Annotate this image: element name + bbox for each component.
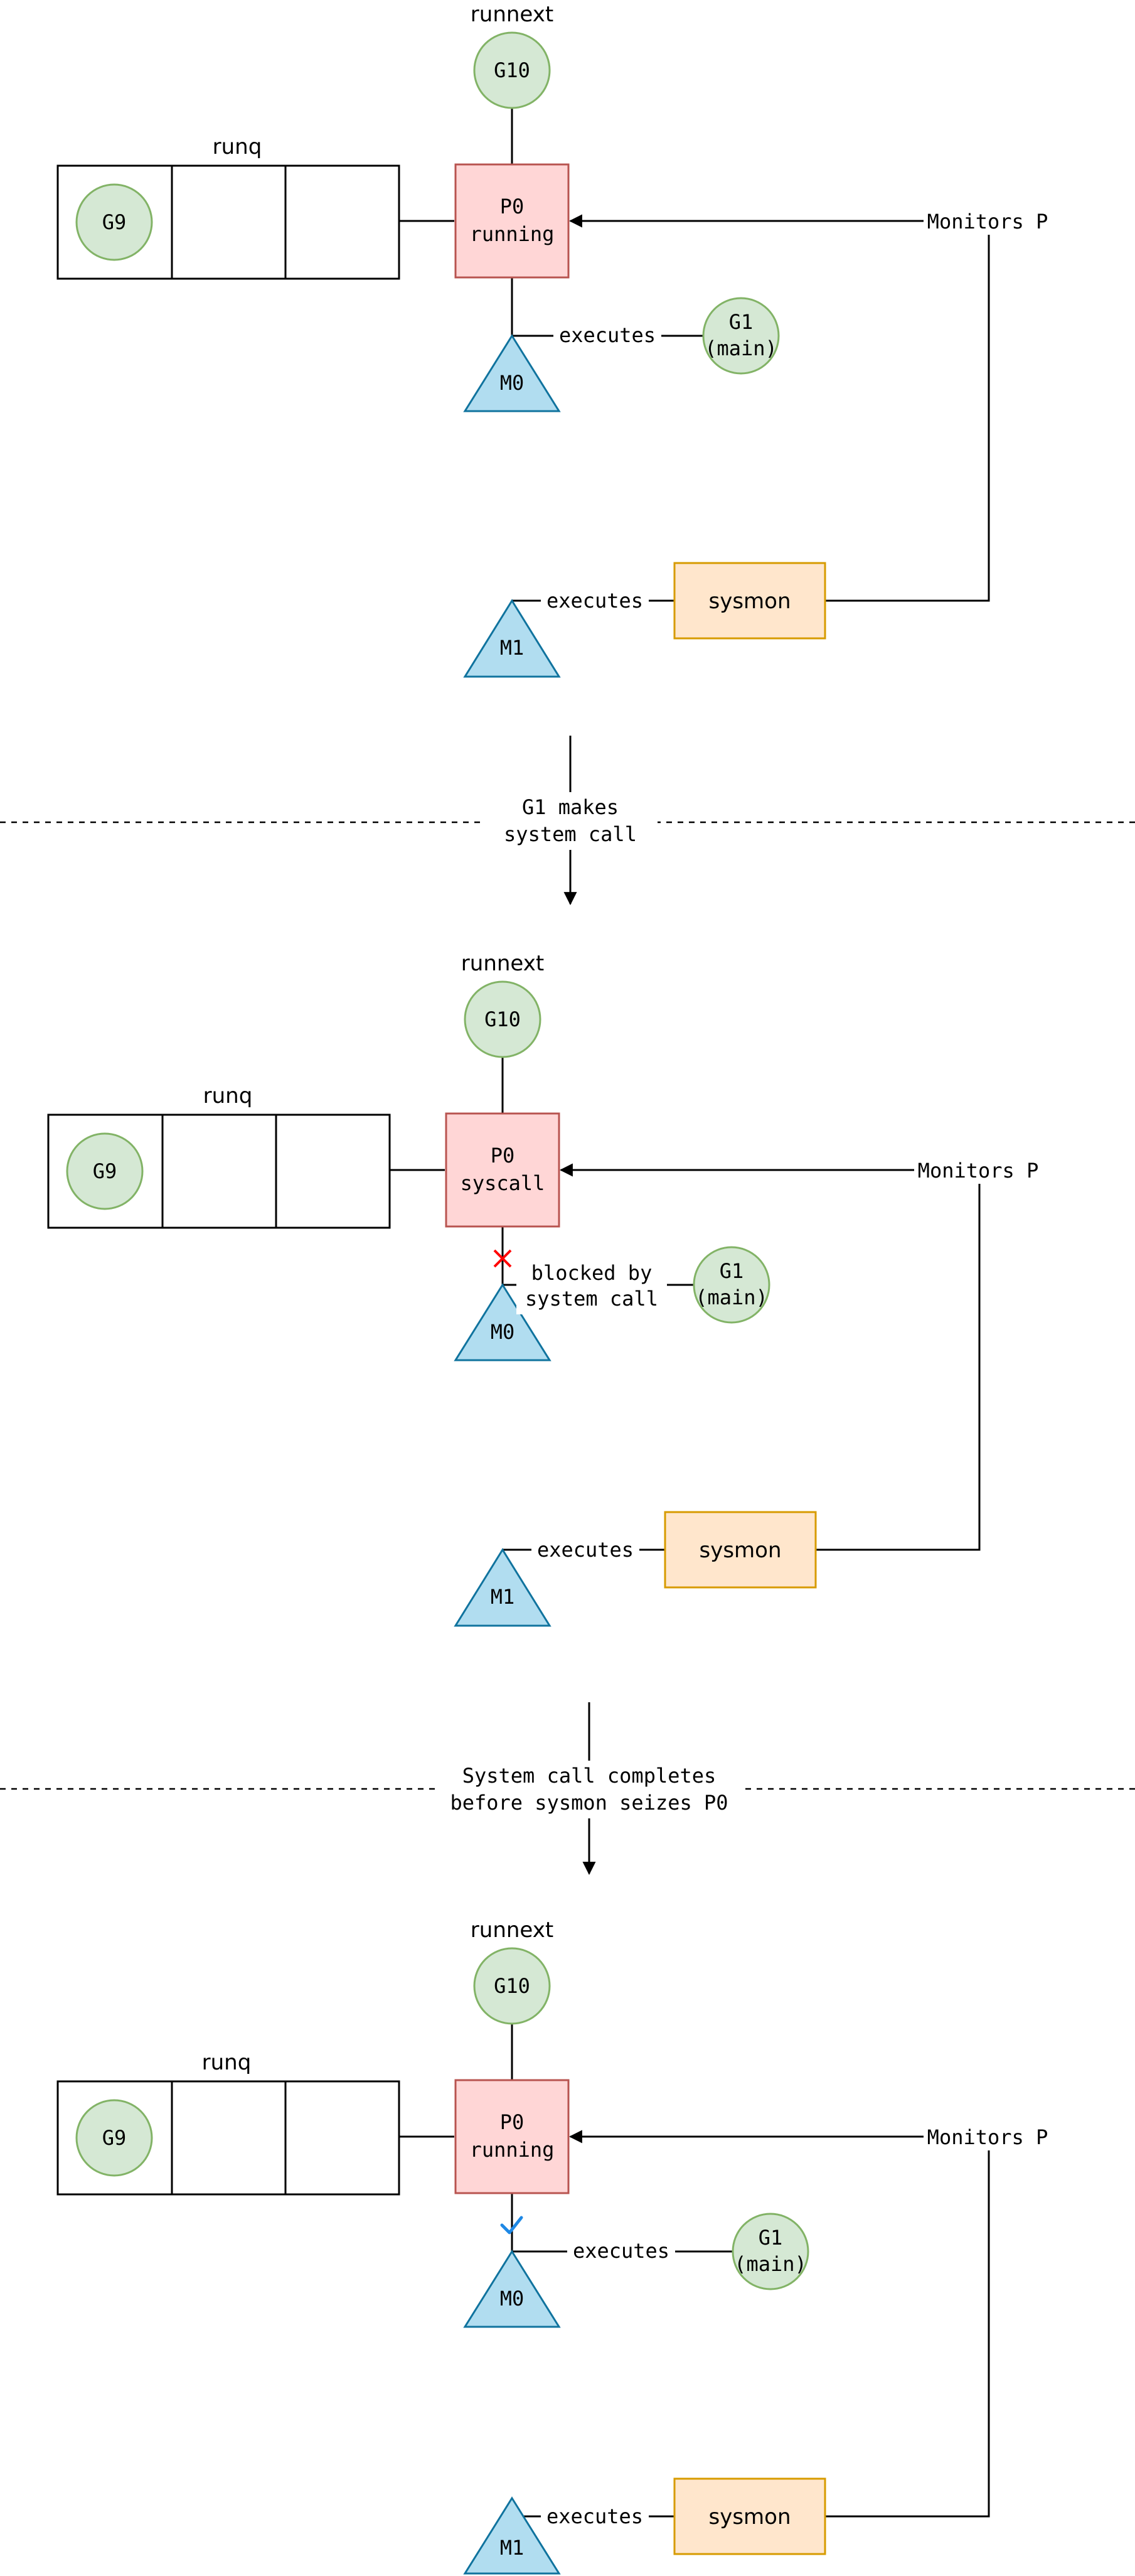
goroutine-g1-sub: (main) <box>734 2252 807 2276</box>
processor-p0-box <box>445 1112 560 1228</box>
machine-m0-label: M0 <box>500 2287 525 2310</box>
sysmon-box <box>673 2477 826 2555</box>
goroutine-g10-label: G10 <box>494 58 530 82</box>
runq-label: runq <box>202 2050 252 2075</box>
machine-m0-triangle <box>463 334 561 412</box>
machine-m0-triangle <box>454 1283 552 1361</box>
machine-m1-label: M1 <box>500 636 525 660</box>
goroutine-g1-name: G1 <box>720 1259 744 1283</box>
goroutine-g1-sub: (main) <box>705 336 777 360</box>
machine-m1-triangle <box>463 2496 561 2575</box>
processor-name: P0 <box>500 195 525 218</box>
goroutine-g9-circle <box>75 2099 153 2177</box>
monitors-label: Monitors P <box>927 210 1048 233</box>
machine-m0-label: M0 <box>500 371 525 395</box>
processor-p0-box <box>454 163 570 279</box>
sysmon-monitor-line <box>814 1170 981 1551</box>
monitors-label: Monitors P <box>927 2125 1048 2149</box>
goroutine-g9-label: G9 <box>102 2126 127 2150</box>
runq-label: runq <box>213 134 262 159</box>
goroutine-g10-circle <box>473 31 551 109</box>
goroutine-g1-circle <box>702 297 780 375</box>
machine-m1-triangle <box>454 1548 552 1627</box>
machine-m0-label: M0 <box>491 1320 515 1344</box>
check-icon <box>500 2216 523 2235</box>
monitors-label: Monitors P <box>918 1159 1039 1183</box>
runnext-label: runnext <box>471 2 553 27</box>
goroutine-g9-circle <box>75 183 153 261</box>
panel-1: runnext G10 runq G9 P0 running M0 execut… <box>56 2 1054 678</box>
transition-label-line1: G1 makes <box>522 795 619 819</box>
goroutine-g1-sub: (main) <box>695 1285 768 1309</box>
transition-label-line2: system call <box>504 822 637 846</box>
goroutine-g1-name: G1 <box>759 2226 783 2250</box>
runnext-label: runnext <box>471 1918 553 1943</box>
goroutine-g10-circle <box>464 980 541 1058</box>
sysmon-monitor-line <box>823 221 990 602</box>
m0-edge-label-line1: blocked by <box>531 1261 653 1285</box>
processor-state: syscall <box>461 1171 545 1195</box>
transition-2: System call completes before sysmon seiz… <box>0 1702 1135 1876</box>
machine-m1-label: M1 <box>500 2536 525 2560</box>
m1-edge-label: executes <box>546 2504 643 2528</box>
sysmon-label: sysmon <box>699 1538 781 1563</box>
goroutine-g9-label: G9 <box>102 210 127 234</box>
machine-m0-triangle <box>463 2250 561 2328</box>
m0-edge-label: executes <box>573 2239 669 2263</box>
processor-state: running <box>470 2138 555 2162</box>
sysmon-label: sysmon <box>708 2504 791 2530</box>
goroutine-g9-label: G9 <box>93 1159 117 1183</box>
goroutine-g1-circle <box>693 1246 770 1324</box>
transition-1: G1 makes system call <box>0 736 1135 906</box>
processor-name: P0 <box>500 2110 525 2134</box>
panel-2: runnext G10 runq G9 P0 syscall M0 blocke… <box>47 951 1045 1627</box>
sysmon-box <box>664 1511 817 1589</box>
processor-state: running <box>470 222 555 246</box>
sysmon-monitor-line <box>823 2137 990 2518</box>
runnext-label: runnext <box>461 951 544 976</box>
m1-edge-label: executes <box>546 589 643 613</box>
goroutine-g9-circle <box>66 1132 144 1210</box>
transition-label-line1: System call completes <box>462 1764 717 1788</box>
m0-edge-label: executes <box>559 323 656 347</box>
processor-name: P0 <box>491 1144 515 1167</box>
processor-p0-box <box>454 2079 570 2194</box>
goroutine-g10-label: G10 <box>484 1007 521 1031</box>
runq-label: runq <box>203 1083 253 1108</box>
machine-m1-triangle <box>463 599 561 678</box>
goroutine-g10-circle <box>473 1947 551 2025</box>
blocked-x-icon <box>493 1249 512 1268</box>
sysmon-box <box>673 562 826 640</box>
sysmon-label: sysmon <box>708 589 791 614</box>
panel-3: runnext G10 runq G9 P0 running M0 execut… <box>56 1918 1054 2575</box>
m1-edge-label: executes <box>537 1538 634 1562</box>
goroutine-g1-circle <box>732 2213 809 2290</box>
machine-m1-label: M1 <box>491 1585 515 1609</box>
goroutine-g10-label: G10 <box>494 1974 530 1998</box>
goroutine-g1-name: G1 <box>729 310 754 334</box>
transition-label-line2: before sysmon seizes P0 <box>450 1791 728 1815</box>
m0-edge-label-line2: system call <box>525 1287 658 1311</box>
